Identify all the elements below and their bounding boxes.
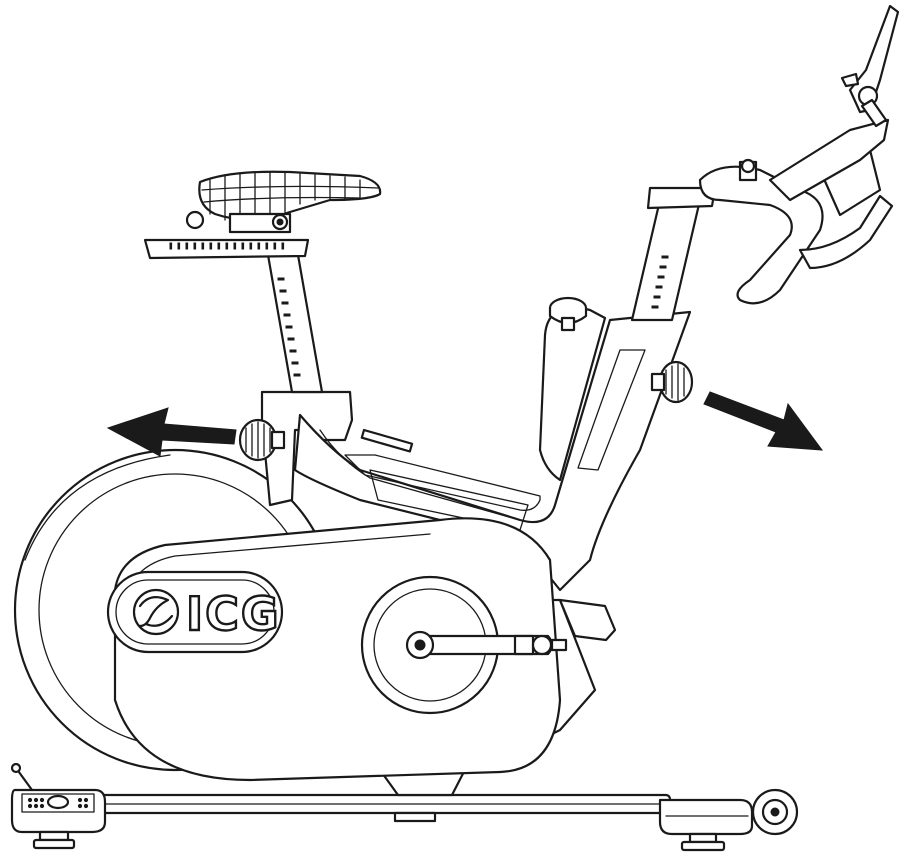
handlebar-knob (650, 360, 694, 404)
console-arm (768, 4, 900, 202)
handlebar-post (630, 186, 717, 322)
crank-assembly (360, 575, 617, 715)
icg-logo-badge: ICG (106, 570, 284, 654)
brand-logo-text: ICG (186, 587, 281, 641)
frame-decal (360, 428, 414, 453)
arrow-down-right-icon (703, 391, 824, 451)
seat-slider-rail (143, 238, 310, 260)
brand-swirl-icon (132, 588, 180, 636)
seat-knob (238, 418, 286, 462)
main-frame (113, 306, 692, 782)
seat-post (266, 253, 324, 394)
rear-foot (658, 788, 799, 852)
front-foot (10, 762, 107, 850)
saddle (185, 170, 382, 234)
arrow-left-icon (106, 407, 237, 457)
resistance-knob (548, 296, 588, 332)
base-frame (68, 793, 672, 823)
